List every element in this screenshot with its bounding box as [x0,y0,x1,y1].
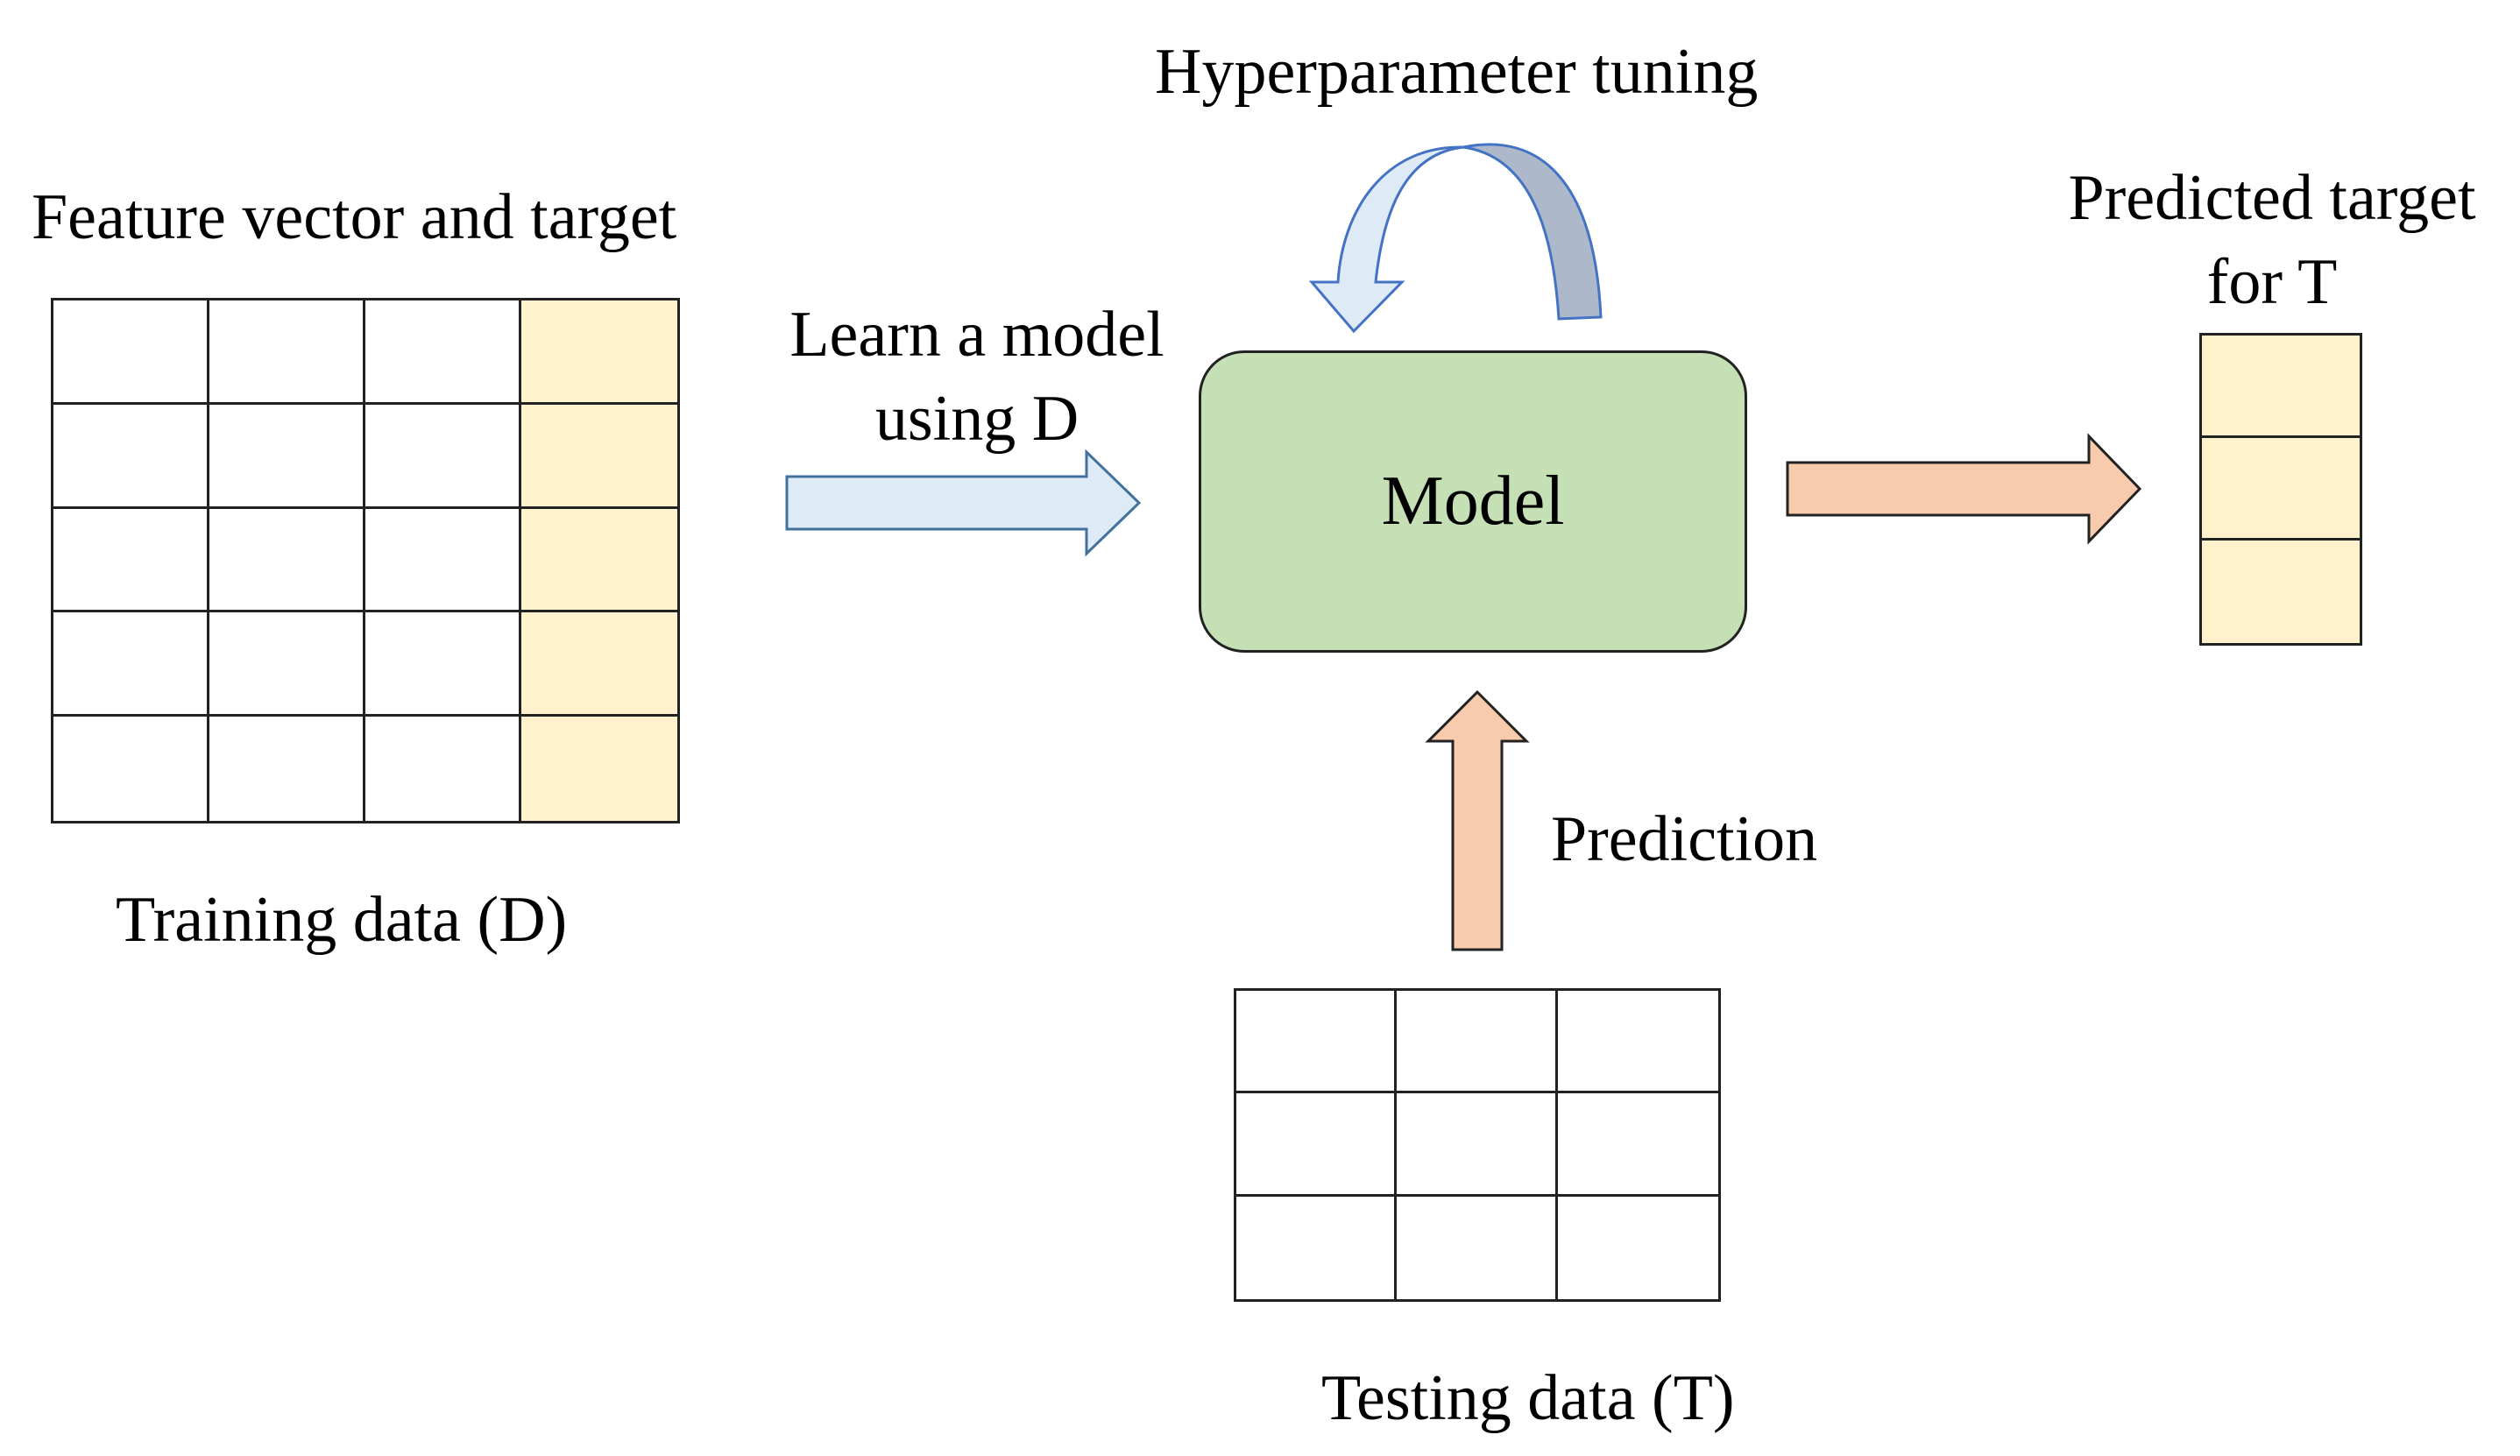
table-cell [1557,1196,1718,1299]
predicted-target-label-line2: for T [2206,246,2338,318]
target-cell [521,717,677,821]
prediction-label: Prediction [1551,803,1818,875]
target-cell [521,612,677,717]
table-cell [365,612,521,717]
table-cell [209,508,365,613]
model-label: Model [1381,463,1565,540]
table-cell [1557,1093,1718,1197]
model-box: Model [1199,350,1747,653]
table-cell [1557,991,1718,1094]
training-data-label: Training data (D) [116,884,568,956]
table-cell [209,300,365,405]
table-cell [365,508,521,613]
table-cell [1236,1093,1398,1197]
table-cell [53,717,209,821]
table-cell [1236,991,1398,1094]
table-cell [209,612,365,717]
feature-vector-label: Feature vector and target [32,181,677,253]
predicted-target-label-line1: Predicted target [2068,162,2476,234]
predicted-target-table [2199,333,2362,646]
table-cell [1397,1093,1558,1197]
table-cell [53,508,209,613]
learn-arrow [785,449,1142,557]
table-cell [53,300,209,405]
target-cell [2202,336,2360,438]
target-cell [2202,541,2360,643]
target-cell [521,508,677,613]
target-cell [2202,438,2360,541]
target-cell [521,300,677,405]
table-cell [209,404,365,509]
prediction-arrow [1425,689,1530,951]
output-arrow [1786,433,2142,545]
table-cell [53,612,209,717]
testing-data-table [1234,988,1721,1302]
table-cell [209,717,365,821]
table-cell [1397,1196,1558,1299]
learn-label-line1: Learn a model [789,299,1164,371]
table-cell [365,300,521,405]
learn-label-line2: using D [874,383,1079,455]
hyperparameter-label: Hyperparameter tuning [1155,36,1759,108]
table-cell [53,404,209,509]
table-cell [1236,1196,1398,1299]
target-cell [521,404,677,509]
hyperparameter-loop-arrow [1308,143,1603,334]
table-cell [365,404,521,509]
table-cell [1397,991,1558,1094]
training-data-table [51,298,680,823]
testing-data-label: Testing data (T) [1321,1362,1735,1434]
table-cell [365,717,521,821]
